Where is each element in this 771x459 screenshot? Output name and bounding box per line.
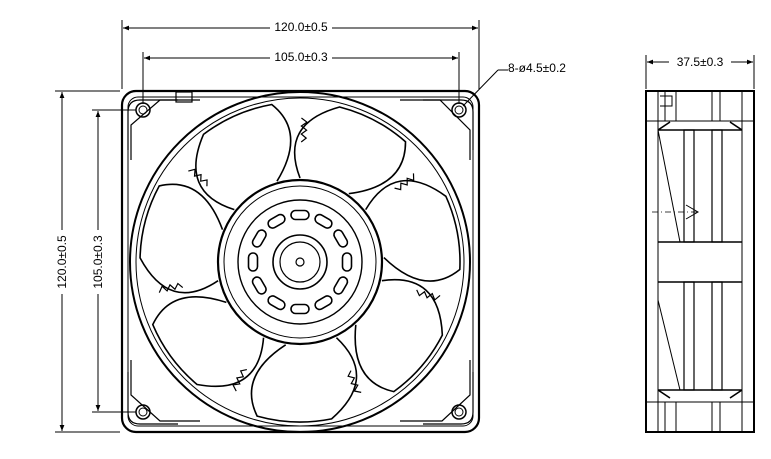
fan-blade xyxy=(139,183,224,294)
blade-serration xyxy=(347,370,362,393)
hub-slot xyxy=(247,252,259,272)
side-view xyxy=(645,90,755,433)
shaft xyxy=(295,257,305,267)
hub-slot xyxy=(267,295,286,311)
hub-slot xyxy=(267,213,286,229)
hub-slot xyxy=(314,213,333,229)
hub-slot xyxy=(341,252,353,272)
frame-inner-outline xyxy=(127,96,474,427)
corner-gussets xyxy=(127,99,474,425)
hub xyxy=(216,178,384,346)
blade-serration xyxy=(188,168,208,187)
dimension-overall-height: 120.0±0.5 xyxy=(54,90,120,433)
hub-slot xyxy=(333,276,349,295)
hub-slot xyxy=(314,295,333,311)
venturi-outer-ring xyxy=(129,91,471,433)
hub-slot xyxy=(290,303,310,315)
hole-spacing-height-label: 105.0±0.3 xyxy=(91,235,105,289)
hub-slot xyxy=(290,209,310,221)
blade-serration xyxy=(232,369,247,392)
mounting-holes-label: 8-ø4.5±0.2 xyxy=(508,61,566,75)
dimension-hole-spacing-width: 105.0±0.3 xyxy=(142,49,460,104)
hub-outer xyxy=(216,178,384,346)
blade-serration xyxy=(416,289,441,301)
fan-blade xyxy=(250,337,358,423)
blade-serration xyxy=(300,117,309,143)
side-outline xyxy=(645,90,755,433)
hub-slot xyxy=(333,229,349,248)
dimension-depth: 37.5±0.3 xyxy=(645,54,755,89)
depth-label: 37.5±0.3 xyxy=(677,55,724,69)
hub-slot xyxy=(251,276,267,295)
fan-blade xyxy=(293,106,407,195)
hub-slot xyxy=(251,229,267,248)
fan-blade xyxy=(354,278,444,393)
front-view xyxy=(120,89,481,434)
fan-blade xyxy=(151,295,265,388)
fan-blade xyxy=(364,179,461,282)
hub-center-ring-outer xyxy=(272,234,328,290)
overall-height-label: 120.0±0.5 xyxy=(55,235,69,289)
dimension-hole-spacing-height: 105.0±0.3 xyxy=(90,109,136,413)
hole-spacing-width-label: 105.0±0.3 xyxy=(274,50,328,64)
dimension-overall-width: 120.0±0.5 xyxy=(121,19,480,89)
fan-blade xyxy=(195,103,292,211)
blade-serration xyxy=(394,173,415,191)
fan-blades xyxy=(139,103,461,423)
hub-slots xyxy=(247,209,353,315)
frame-outline xyxy=(120,89,481,434)
mounting-hole-bottom-right xyxy=(451,404,467,420)
blade-serration xyxy=(158,282,184,293)
hub-rim xyxy=(237,199,363,325)
overall-width-label: 120.0±0.5 xyxy=(274,20,328,34)
wire-tab xyxy=(175,91,193,103)
dimension-mounting-holes: 8-ø4.5±0.2 xyxy=(462,61,566,107)
mounting-hole-bottom-left xyxy=(135,404,151,420)
